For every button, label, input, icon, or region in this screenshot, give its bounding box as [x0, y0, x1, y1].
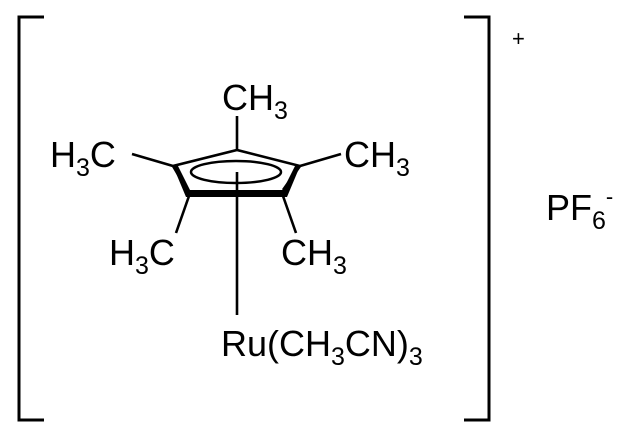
metal-fragment-label: Ru(CH3CN)3 — [221, 323, 423, 371]
bond-bottom-left-methyl — [174, 195, 191, 234]
cp-ring-front-left-wedge — [173, 164, 192, 197]
bond-right-methyl — [299, 152, 342, 168]
methyl-bottom-right-label: CH3 — [281, 232, 347, 280]
left-bracket — [17, 15, 44, 422]
methyl-top-label: CH3 — [222, 77, 288, 125]
cation-charge: + — [512, 26, 525, 51]
bond-left-methyl — [131, 152, 174, 168]
counter-ion-label: PF6- — [546, 184, 613, 235]
methyl-bottom-left-label: H3C — [109, 232, 175, 280]
bond-bottom-right-methyl — [281, 195, 298, 234]
methyl-right-label: CH3 — [344, 134, 410, 182]
cp-ring-front-right-wedge — [281, 164, 300, 197]
methyl-left-label: H3C — [50, 134, 116, 182]
right-bracket — [464, 15, 491, 422]
